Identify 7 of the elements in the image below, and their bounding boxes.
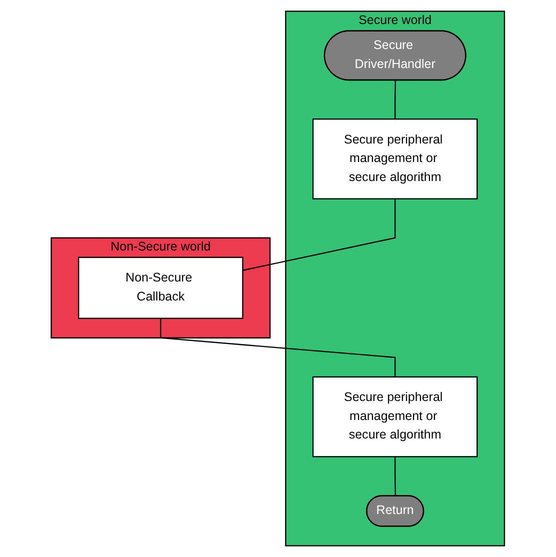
connector xyxy=(242,198,396,271)
connector xyxy=(160,318,396,377)
node-box: Secure peripheral management or secure algorithm xyxy=(312,376,478,458)
node-box: Non-Secure Callback xyxy=(78,256,244,319)
node-box: Secure peripheral management or secure algorithm xyxy=(312,118,478,200)
connector xyxy=(394,80,396,120)
connector xyxy=(394,456,396,496)
